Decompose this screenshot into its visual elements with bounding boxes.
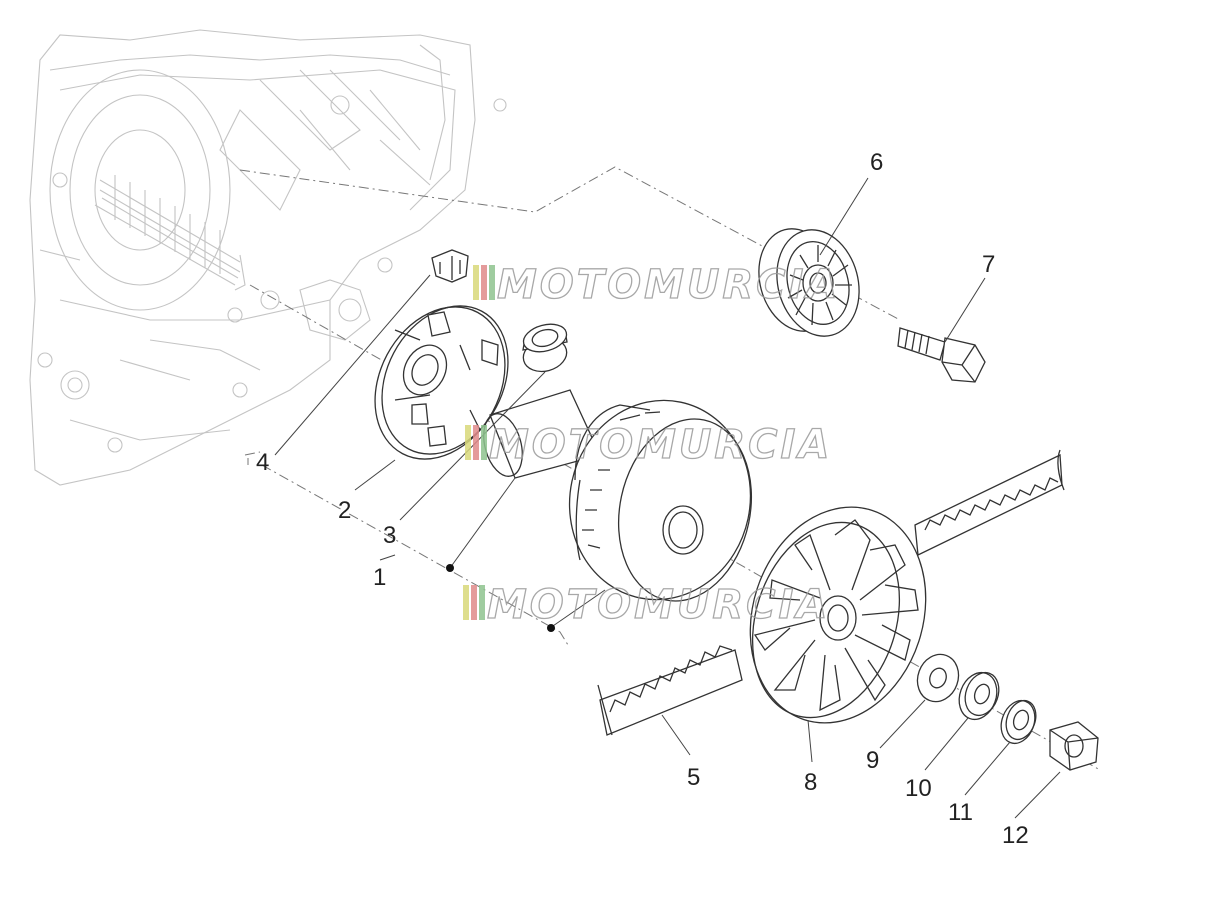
clip-part xyxy=(431,249,469,283)
hex-nut-part xyxy=(1049,721,1099,771)
bushing-part xyxy=(522,323,568,373)
watermark-stripe xyxy=(471,585,477,620)
ramp-plate-part xyxy=(374,305,509,460)
washer-11-part xyxy=(1000,699,1037,745)
watermark-stripe xyxy=(463,585,469,620)
fan-pulley-part xyxy=(749,506,927,724)
part-label-11: 11 xyxy=(948,799,973,826)
part-label-12: 12 xyxy=(1002,822,1029,849)
part-label-8: 8 xyxy=(804,769,817,796)
belt-upper-part xyxy=(914,449,1065,556)
variator-pulley-part xyxy=(483,389,753,602)
watermark-stripe xyxy=(479,585,485,620)
belt-lower-part xyxy=(597,645,743,736)
part-label-4: 4 xyxy=(256,449,269,476)
crankcase-background xyxy=(29,29,507,486)
washer-10-part xyxy=(958,671,1000,721)
watermark-bottom: MOTOMURCIA xyxy=(463,581,830,629)
watermark-stripe xyxy=(481,425,487,460)
watermark-stripe xyxy=(473,425,479,460)
idler-pulley-part xyxy=(758,228,860,337)
watermark-text: MOTOMURCIA xyxy=(487,582,830,628)
bolt-part xyxy=(897,327,986,383)
part-label-3: 3 xyxy=(383,522,396,549)
watermark-stripe xyxy=(473,265,479,300)
part-label-9: 9 xyxy=(866,747,879,774)
part-label-2: 2 xyxy=(338,497,351,524)
watermark-stripe xyxy=(481,265,487,300)
reference-dot xyxy=(446,564,454,572)
watermark-stripe xyxy=(465,425,471,460)
part-number-labels: 1 2 3 4 5 6 7 8 9 10 11 12 xyxy=(256,149,1029,849)
watermark-text: MOTOMURCIA xyxy=(489,422,832,468)
watermark-top: MOTOMURCIA xyxy=(473,261,840,309)
watermark-text: MOTOMURCIA xyxy=(497,262,840,308)
reference-dot xyxy=(547,624,555,632)
part-label-5: 5 xyxy=(687,764,700,791)
washer-9-part xyxy=(916,653,960,703)
part-label-6: 6 xyxy=(870,149,883,176)
part-label-7: 7 xyxy=(982,251,995,278)
watermark-stripe xyxy=(489,265,495,300)
leader-lines xyxy=(274,177,1061,819)
part-label-10: 10 xyxy=(905,775,932,802)
part-label-1: 1 xyxy=(373,564,386,591)
watermark-middle: MOTOMURCIA xyxy=(465,421,832,469)
